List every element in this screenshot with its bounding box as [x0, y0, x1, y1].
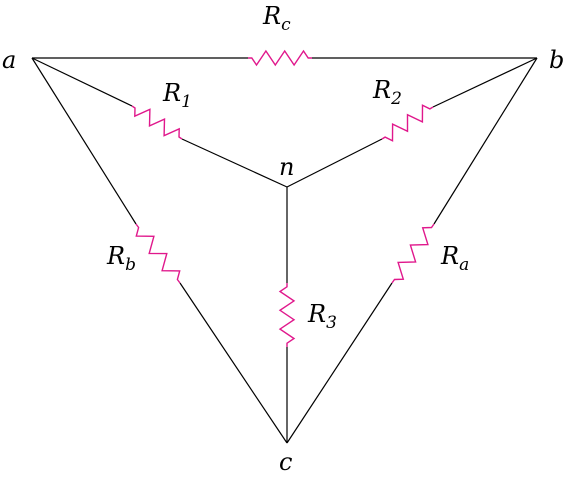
wire-r1-n	[181, 138, 288, 188]
label-ra: Ra	[440, 242, 469, 275]
node-label-a: a	[2, 46, 16, 74]
node-label-b: b	[549, 46, 564, 74]
node-label-c: c	[279, 448, 292, 476]
wire-b-ra	[433, 57, 538, 225]
wires	[31, 57, 538, 444]
resistor-r3	[278, 283, 296, 347]
wire-r2-n	[286, 138, 383, 188]
resistor-rc	[248, 49, 312, 67]
resistor-r2	[381, 104, 434, 142]
resistor-rb	[135, 223, 181, 284]
resistors	[131, 49, 435, 347]
wire-rb-c	[179, 282, 288, 444]
wire-ra-c	[286, 282, 393, 444]
node-label-n: n	[279, 153, 294, 181]
wire-a-r1	[31, 57, 133, 107]
wire-a-rb	[31, 57, 137, 225]
resistor-r1	[131, 105, 183, 140]
label-rc: Rc	[262, 2, 291, 35]
label-r2: R2	[372, 76, 402, 109]
label-r1: R1	[162, 79, 192, 112]
label-r3: R3	[307, 300, 337, 333]
resistor-ra	[391, 223, 435, 284]
label-rb: Rb	[106, 242, 136, 275]
wire-b-r2	[432, 57, 538, 108]
resistor-labels: Rc R1 R2 R3 Ra Rb	[106, 2, 469, 333]
node-labels: a b c n	[2, 46, 564, 476]
